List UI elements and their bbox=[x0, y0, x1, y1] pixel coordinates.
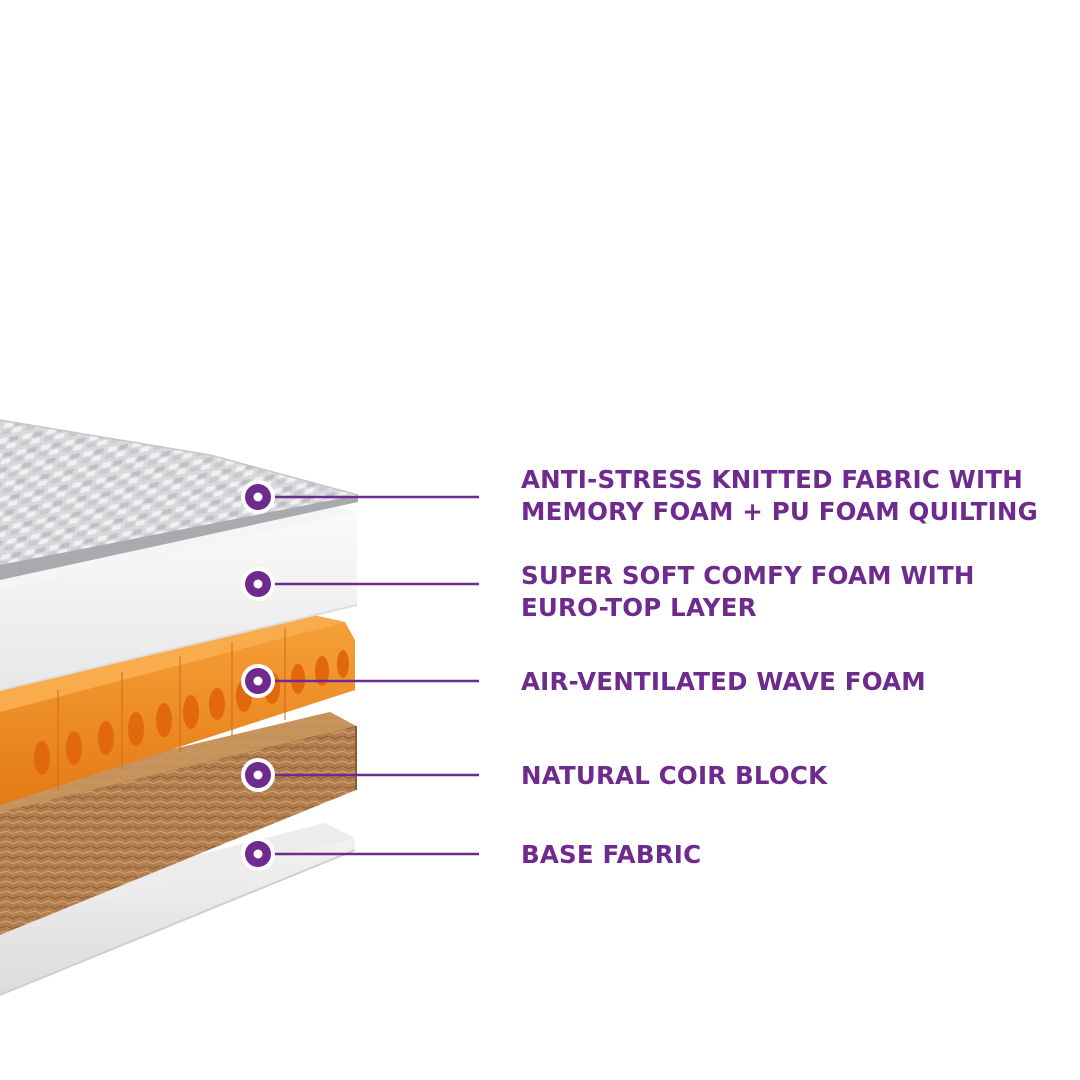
callout-1 bbox=[241, 480, 479, 514]
label-line: BASE FABRIC bbox=[521, 840, 702, 869]
callout-4 bbox=[241, 758, 479, 792]
layer-label-wave-foam: AIR-VENTILATED WAVE FOAM bbox=[521, 666, 926, 698]
label-line: ANTI-STRESS KNITTED FABRIC WITH bbox=[521, 465, 1023, 494]
label-line: EURO-TOP LAYER bbox=[521, 593, 757, 622]
label-line: MEMORY FOAM + PU FOAM QUILTING bbox=[521, 497, 1038, 526]
layer-label-coir-block: NATURAL COIR BLOCK bbox=[521, 760, 827, 792]
callout-5 bbox=[241, 837, 479, 871]
knitted-fabric-layer bbox=[0, 419, 359, 580]
label-line: NATURAL COIR BLOCK bbox=[521, 761, 828, 790]
label-line: SUPER SOFT COMFY FOAM WITH bbox=[521, 561, 975, 590]
layer-label-comfy-foam: SUPER SOFT COMFY FOAM WITH EURO-TOP LAYE… bbox=[521, 560, 975, 624]
wave-foam-layer bbox=[0, 612, 355, 805]
label-line: AIR-VENTILATED WAVE FOAM bbox=[521, 667, 926, 696]
callout-2 bbox=[241, 567, 479, 601]
layer-label-knitted-fabric: ANTI-STRESS KNITTED FABRIC WITH MEMORY F… bbox=[521, 464, 1038, 528]
callout-3 bbox=[241, 664, 479, 698]
layer-label-base-fabric: BASE FABRIC bbox=[521, 839, 701, 871]
comfy-foam-layer bbox=[0, 505, 358, 691]
